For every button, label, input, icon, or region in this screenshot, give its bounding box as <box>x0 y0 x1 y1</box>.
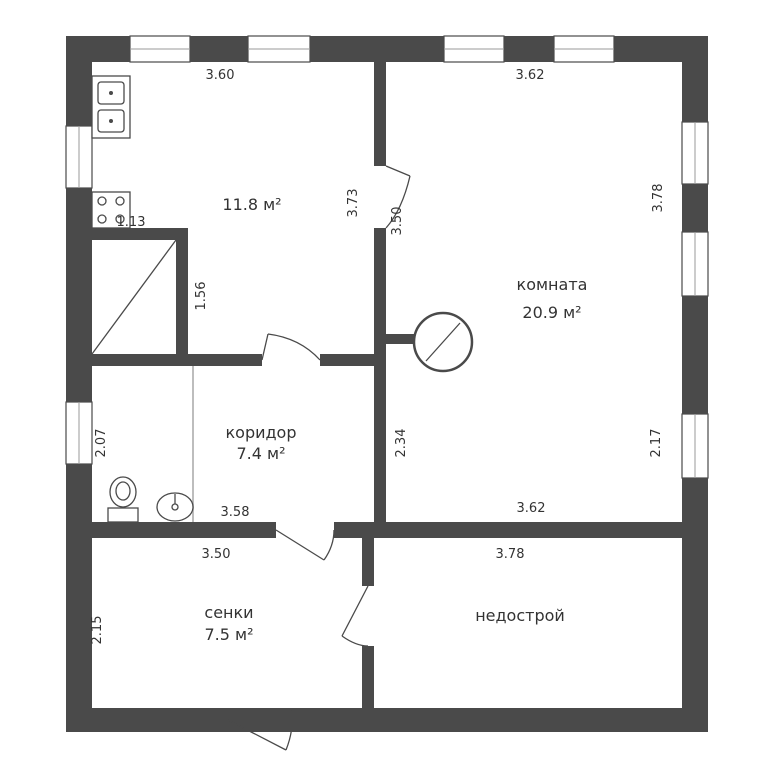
closet-diagonal <box>91 239 177 355</box>
room-name: комната <box>517 275 588 294</box>
kitchen-area: 11.8 м² <box>222 195 281 214</box>
wall-kitchen-room-lower <box>374 228 386 530</box>
dim-stove-width: 1.13 <box>117 215 146 230</box>
door-kitchen-room <box>385 165 411 229</box>
senki-area: 7.5 м² <box>204 625 253 644</box>
window-top-4 <box>553 35 615 63</box>
window-top-1 <box>129 35 191 63</box>
window-top-3 <box>443 35 505 63</box>
dim-room-bottom: 3.62 <box>517 501 546 516</box>
window-right-1 <box>681 121 709 185</box>
wall-kitchen-room-upper <box>374 62 386 166</box>
window-top-2 <box>247 35 311 63</box>
chimney-stove <box>412 311 474 373</box>
dim-unfinished-top: 3.78 <box>496 547 525 562</box>
toilet <box>107 476 139 523</box>
dim-room-left-upper: 3.50 <box>390 207 405 236</box>
door-kitchen-corridor <box>261 333 321 361</box>
wall-bottom <box>66 708 708 732</box>
dim-senki-left: 2.15 <box>90 616 105 645</box>
door-senki-unfinished <box>341 585 369 647</box>
wall-senki-unfinished-upper <box>362 538 374 586</box>
dim-kitchen-top: 3.60 <box>206 68 235 83</box>
dim-corridor-bottom: 3.58 <box>221 505 250 520</box>
dim-corridor-right: 2.34 <box>394 429 409 458</box>
dim-kitchen-right: 3.73 <box>346 189 361 218</box>
stove <box>91 191 131 229</box>
dim-room-right-lower: 2.17 <box>649 429 664 458</box>
door-entrance <box>227 709 294 751</box>
dim-senki-top: 3.50 <box>202 547 231 562</box>
window-right-2 <box>681 231 709 297</box>
wall-mid-right <box>334 522 682 538</box>
wash-basin <box>156 492 194 522</box>
wall-closet-top <box>92 228 188 240</box>
door-corridor-senki <box>275 529 335 561</box>
wall-kitchen-bottom-right <box>320 354 374 366</box>
room-area: 20.9 м² <box>522 303 581 322</box>
wall-closet-right <box>176 228 188 360</box>
wall-mid-left <box>92 522 276 538</box>
unfinished-name: недострой <box>475 606 565 625</box>
corridor-area: 7.4 м² <box>236 444 285 463</box>
dim-room-top: 3.62 <box>516 68 545 83</box>
window-right-3 <box>681 413 709 479</box>
window-left-kitchen <box>65 125 93 189</box>
dim-room-right-upper: 3.78 <box>651 184 666 213</box>
senki-name: сенки <box>204 603 253 622</box>
wall-chimney <box>386 334 414 344</box>
corridor-name: коридор <box>225 423 296 442</box>
dim-bath-height: 2.07 <box>94 429 109 458</box>
window-left-bath <box>65 401 93 465</box>
dim-closet-height: 1.56 <box>194 282 209 311</box>
kitchen-sink <box>91 75 131 139</box>
wall-senki-unfinished-lower <box>362 646 374 708</box>
